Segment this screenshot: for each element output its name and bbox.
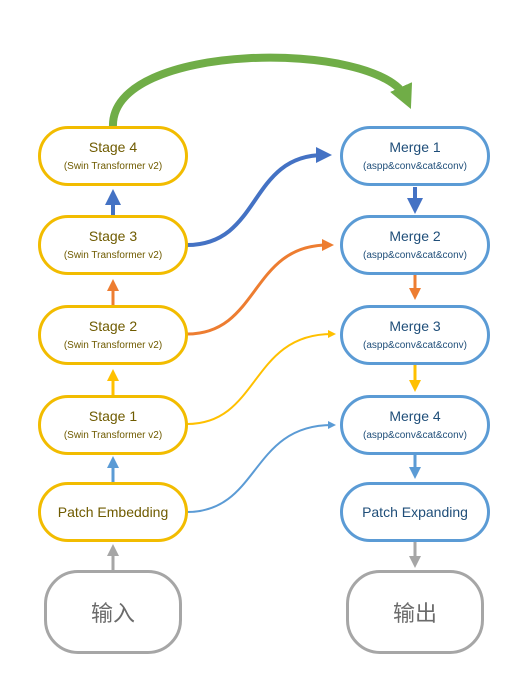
output-node: 输出 [346,570,484,654]
merge3-subtitle: (aspp&conv&cat&conv) [363,340,467,351]
stage3-node: Stage 3 (Swin Transformer v2) [38,215,188,275]
merge4-title: Merge 4 [389,408,441,424]
input-node: 输入 [44,570,182,654]
merge4-subtitle: (aspp&conv&cat&conv) [363,430,467,441]
skip-patch-embedding-to-merge4 [186,421,336,513]
patch-embedding-node: Patch Embedding [38,482,188,542]
stage1-subtitle: (Swin Transformer v2) [63,430,163,441]
merge2-subtitle: (aspp&conv&cat&conv) [363,250,467,261]
stage2-title: Stage 2 [88,318,138,334]
patch-expanding-label: Patch Expanding [362,504,468,520]
output-label: 输出 [392,602,437,627]
merge3-node: Merge 3 (aspp&conv&cat&conv) [340,305,490,365]
skip-stage3-to-merge1 [186,147,332,247]
stage3-subtitle: (Swin Transformer v2) [63,250,163,261]
skip-stage1-to-merge3 [186,330,336,425]
merge1-title: Merge 1 [389,139,441,155]
stage2-node: Stage 2 (Swin Transformer v2) [38,305,188,365]
patch-expanding-node: Patch Expanding [340,482,490,542]
merge3-title: Merge 3 [389,318,441,334]
merge1-node: Merge 1 (aspp&conv&cat&conv) [340,126,490,186]
skip-stage2-to-merge2 [186,239,334,336]
merge2-node: Merge 2 (aspp&conv&cat&conv) [340,215,490,275]
skip-stage4-to-merge1 [108,53,412,129]
merge2-title: Merge 2 [389,228,441,244]
patch-embedding-label: Patch Embedding [57,504,169,520]
merge1-subtitle: (aspp&conv&cat&conv) [363,161,467,172]
stage3-title: Stage 3 [88,228,138,244]
stage4-title: Stage 4 [88,139,138,155]
stage4-node: Stage 4 (Swin Transformer v2) [38,126,188,186]
merge4-node: Merge 4 (aspp&conv&cat&conv) [340,395,490,455]
stage2-subtitle: (Swin Transformer v2) [63,340,163,351]
stage1-title: Stage 1 [88,408,138,424]
stage1-node: Stage 1 (Swin Transformer v2) [38,395,188,455]
stage4-subtitle: (Swin Transformer v2) [63,161,163,172]
input-label: 输入 [90,602,135,627]
